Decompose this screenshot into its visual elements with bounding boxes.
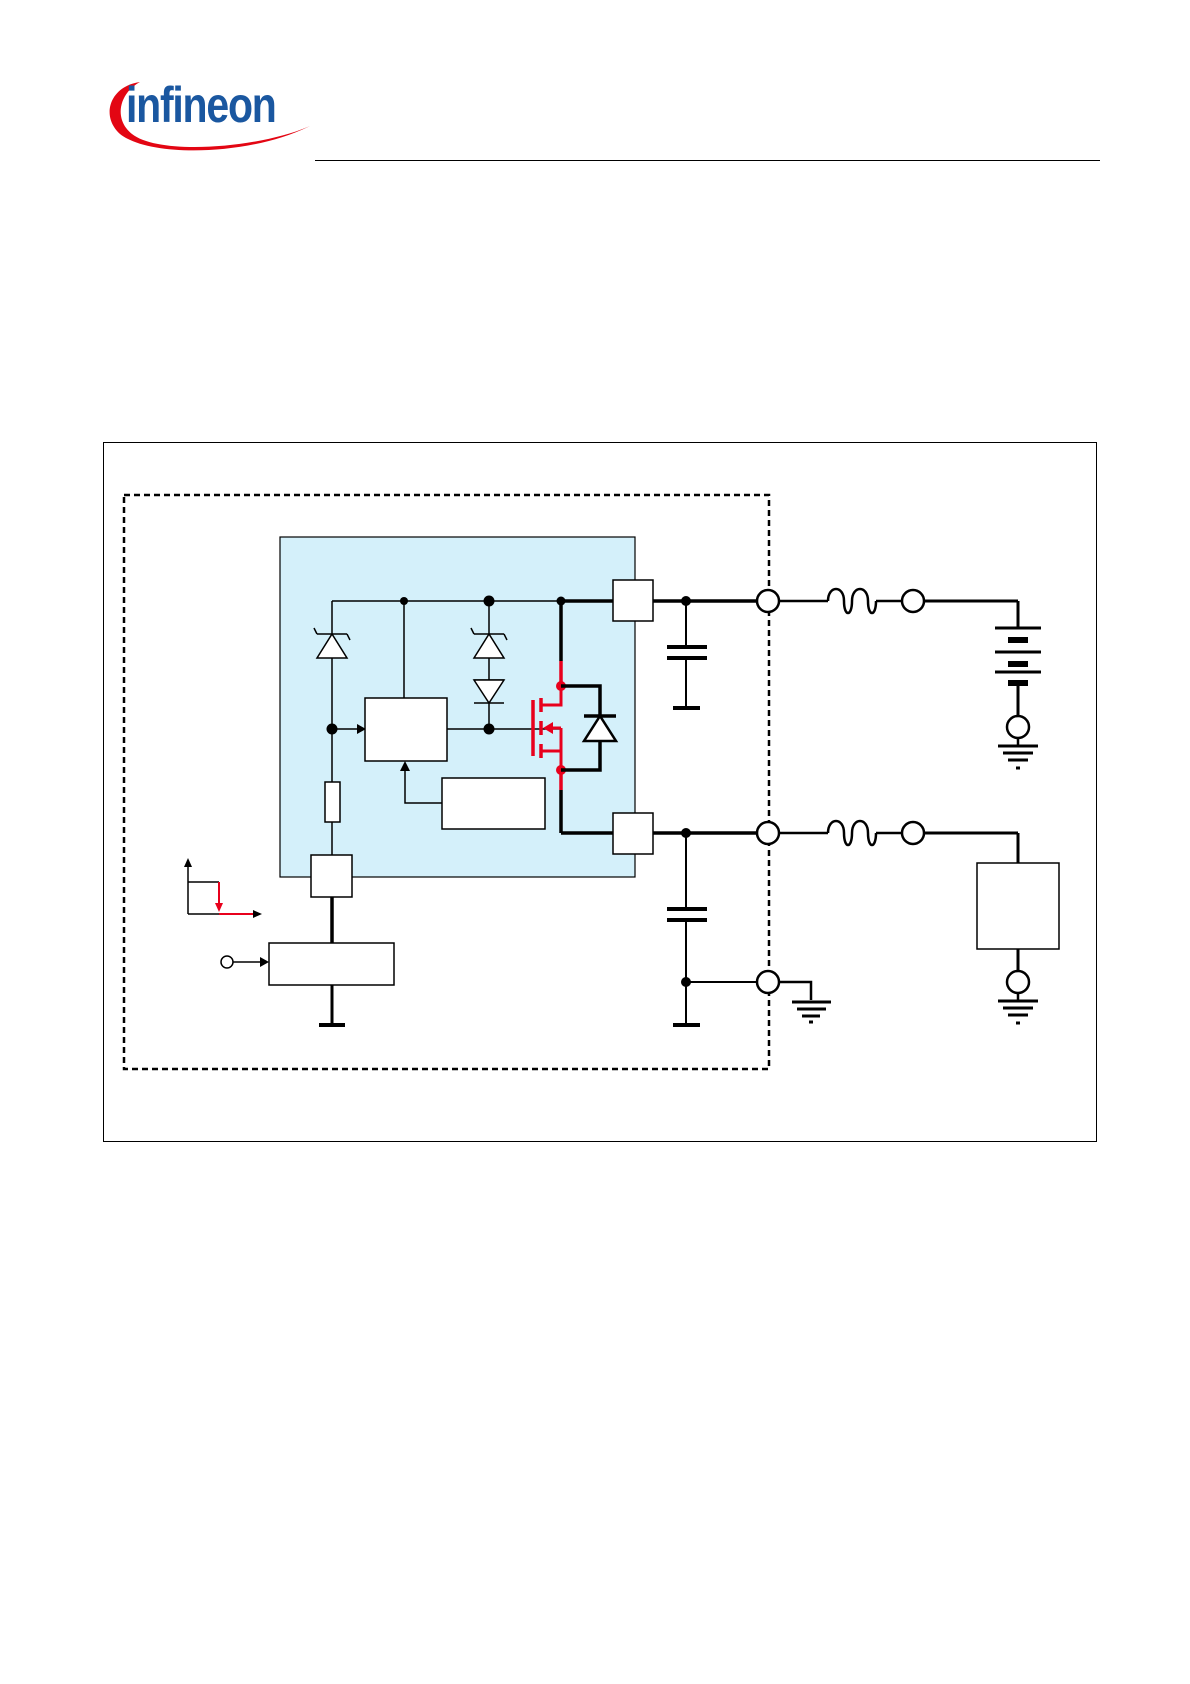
inductor-supply — [779, 587, 1018, 615]
ground-symbols — [779, 980, 831, 1024]
power-mosfet — [531, 601, 613, 835]
inductor-load — [779, 819, 1020, 863]
mcu-ground — [319, 985, 345, 1027]
zener-diode — [313, 601, 366, 782]
diagram-frame — [103, 442, 1097, 1142]
load-ground — [998, 949, 1038, 1025]
battery — [995, 601, 1041, 770]
load-block — [976, 862, 1060, 950]
pin-in — [310, 854, 353, 898]
body-diode — [561, 684, 619, 772]
capacitor-out — [667, 833, 781, 1027]
mcu-input — [220, 955, 269, 969]
header-divider — [315, 160, 1100, 161]
pin-vs — [612, 579, 654, 622]
logo-swoosh-icon — [109, 82, 310, 151]
infineon-logo: infineon — [100, 68, 320, 168]
microcontroller-block — [268, 942, 395, 986]
output-rail — [653, 820, 781, 846]
diode — [472, 679, 506, 705]
internal-supply-line — [332, 595, 613, 607]
supply-rail — [653, 588, 781, 614]
signal-graph-icon — [184, 858, 262, 918]
gate-driver-block — [364, 697, 448, 762]
resistor — [324, 781, 341, 823]
zener-diode-2 — [470, 601, 508, 729]
ecu-boundary — [122, 493, 771, 1071]
pin-out — [612, 812, 654, 855]
capacitor-vs — [667, 601, 707, 710]
reference-block — [441, 777, 546, 830]
logo-wordmark: infineon — [126, 77, 277, 133]
